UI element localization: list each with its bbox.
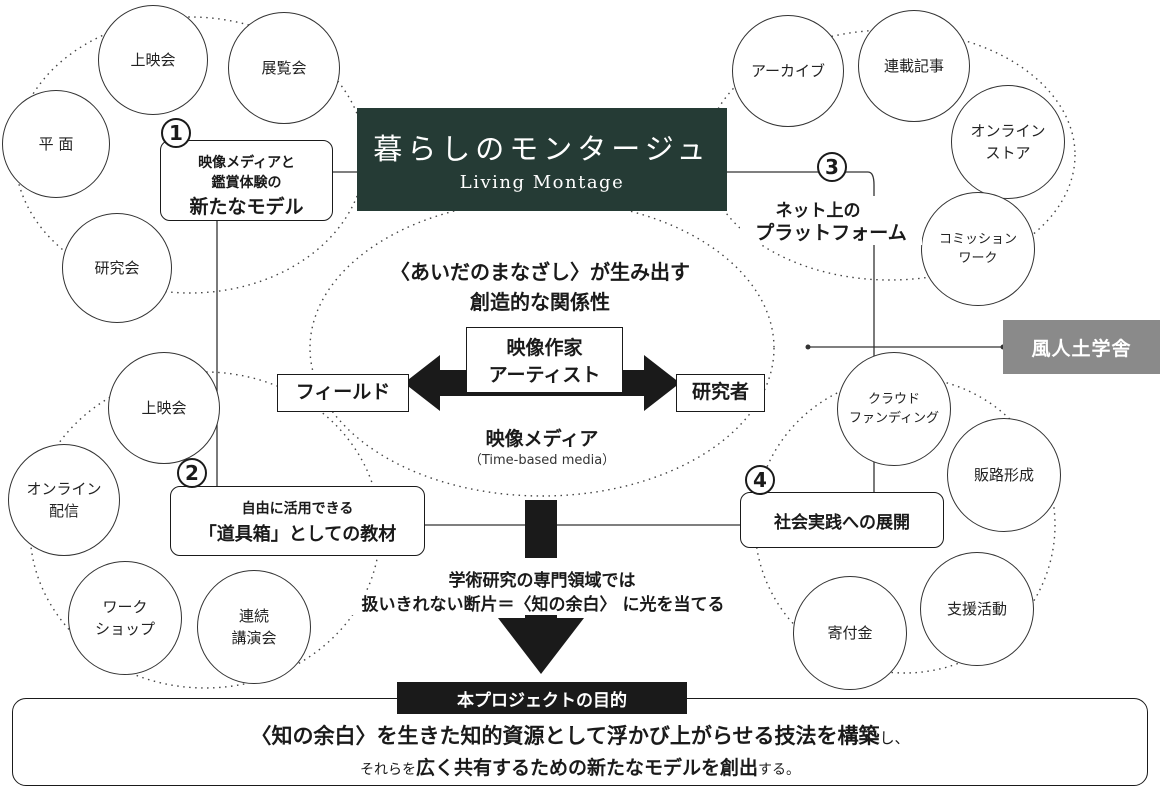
purpose-label: 本プロジェクトの目的 [397,682,687,714]
circle-archive: アーカイブ [732,15,844,127]
node-3-line2: プラットフォーム [740,218,922,245]
field-box: フィールド [277,374,409,412]
circle-workshop: ワーク ショップ [68,561,182,675]
node-1-number: 1 [161,118,191,148]
purpose-line2-pre: それらを [359,762,416,778]
artist-box: 映像作家 アーティスト [466,327,623,393]
purpose-line1: 〈知の余白〉を生きた知的資源として浮かび上がらせる技法を構築し、 [13,720,1147,750]
circle-online-streaming: オンライン 配信 [8,444,120,556]
circle-serial-articles: 連載記事 [858,10,970,122]
top-right-dotted-ring [704,29,1076,281]
artist-line1: 映像作家 [506,337,583,359]
middle-text-line2: 扱いきれない断片＝〈知の余白〉 に光を当てる [318,590,768,615]
node-1-box: 映像メディアと 鑑賞体験の 新たなモデル [160,140,333,221]
circle-crowdfunding: クラウド ファンディング [837,352,951,466]
center-dotted-ellipse [309,199,775,497]
media-label: 映像メディア [485,428,599,450]
circle-flat: 平 面 [2,90,110,198]
title-japanese: 暮らしのモンタージュ [373,132,711,166]
node-2-box: 自由に活用できる 「道具箱」としての教材 [170,486,425,556]
center-heading-1: 〈あいだのまなざし〉が生み出す [390,260,690,284]
external-partner-label: 風人土学舎 [1003,320,1160,374]
middle-text-line1: 学術研究の専門領域では [380,566,704,591]
title-panel: 暮らしのモンタージュ Living Montage [357,108,727,211]
node-3-number: 3 [817,152,847,182]
researcher-label: 研究者 [691,381,749,403]
bottom-right-dotted-ring [754,376,1056,674]
down-arrow-upper [525,500,557,558]
center-heading-2: 創造的な関係性 [470,290,610,314]
node-4-line1: 社会実践への展開 [774,512,910,533]
circle-exhibition: 展覧会 [228,12,340,124]
node-1-line3: 新たなモデル [189,196,304,218]
circle-donations: 寄付金 [793,576,907,690]
artist-line2: アーティスト [488,364,601,386]
circle-screening-bottom: 上映会 [108,352,220,464]
node-2-number: 2 [177,458,207,488]
purpose-line2: それらを広く共有するための新たなモデルを創出する。 [13,753,1147,780]
circle-commission-work: コミッション ワーク [921,192,1035,306]
media-english-label: （Time-based media） [468,453,616,468]
circle-screening-top: 上映会 [98,5,208,115]
researcher-box: 研究者 [676,374,765,412]
node-1-line2: 鑑賞体験の [211,175,282,191]
node-3-line1: ネット上の [748,196,888,221]
node-4-number: 4 [745,465,775,495]
circle-lecture-series: 連続 講演会 [197,570,311,684]
node-2-line2: 「道具箱」としての教材 [198,524,397,545]
purpose-line1-main: 〈知の余白〉を生きた知的資源として浮かび上がらせる技法を構築 [250,724,880,748]
purpose-line1-tail: し、 [879,729,910,747]
purpose-line2-tail: する。 [758,762,800,778]
node-4-box: 社会実践への展開 [740,492,944,548]
node-2-line1: 自由に活用できる [241,501,354,517]
field-label: フィールド [295,381,391,403]
circle-sales-channels: 販路形成 [947,418,1061,532]
circle-support-activities: 支援活動 [920,552,1034,666]
circle-online-store: オンライン ストア [951,85,1065,199]
title-english: Living Montage [459,172,625,193]
purpose-line2-main: 広く共有するための新たなモデルを創出 [415,757,758,779]
node-1-line1: 映像メディアと [198,155,295,171]
down-arrow-head [498,618,584,674]
circle-study-group: 研究会 [62,213,172,323]
